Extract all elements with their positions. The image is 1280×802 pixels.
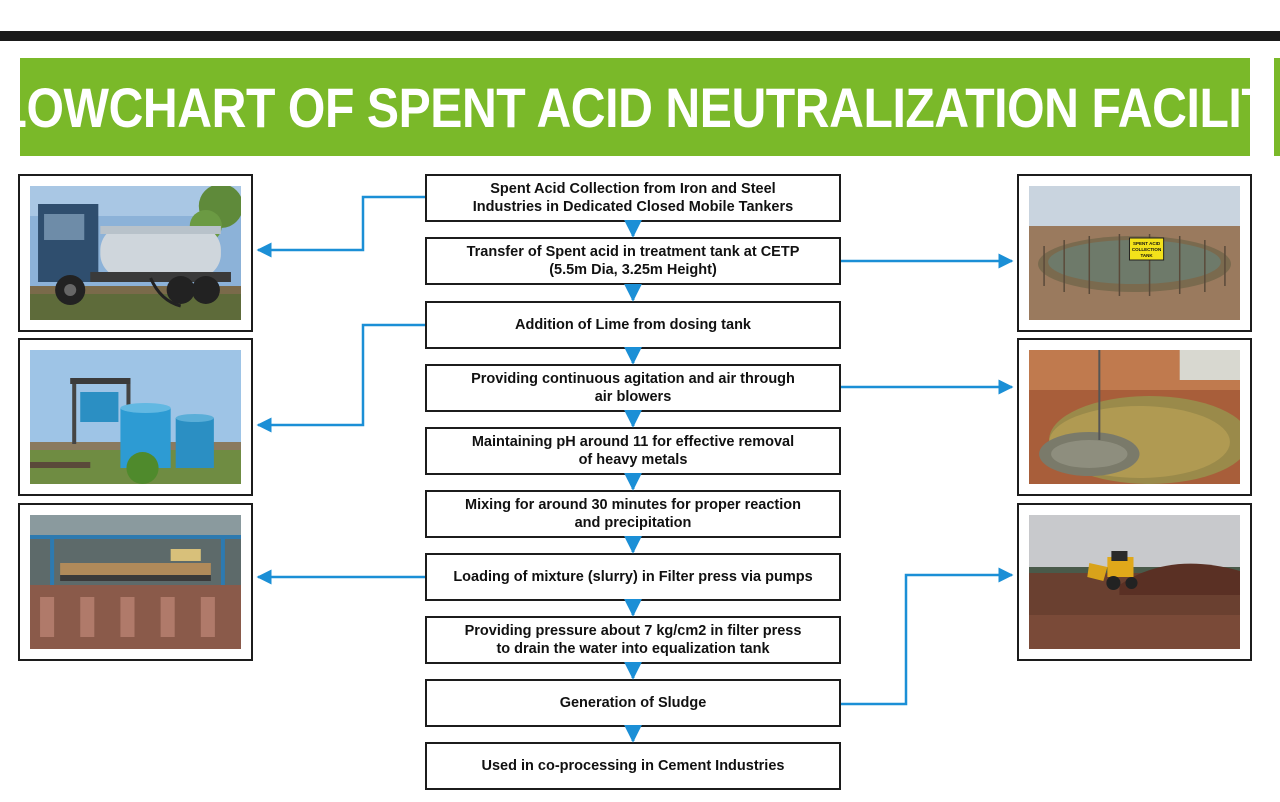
sludge-excavator-image (1029, 515, 1240, 649)
photo-dosing-tanks (18, 338, 253, 496)
step-spent-acid-collection: Spent Acid Collection from Iron and Stee… (425, 174, 841, 222)
tanker-truck-image (30, 186, 241, 320)
step-mixing: Mixing for around 30 minutes for proper … (425, 490, 841, 538)
page-title: FLOWCHART OF SPENT ACID NEUTRALIZATION F… (0, 75, 1280, 139)
photo-tanker-truck (18, 174, 253, 332)
arrow-to-tanker-photo (256, 195, 425, 258)
treatment-tank-image: SPENT ACID COLLECTION TANK (1029, 186, 1240, 320)
title-banner-edge (1274, 58, 1280, 156)
arrow-to-sludge-photo (841, 567, 1014, 706)
photo-filter-press-shed (18, 503, 253, 661)
title-banner: FLOWCHART OF SPENT ACID NEUTRALIZATION F… (0, 58, 1280, 156)
top-divider-line (0, 31, 1280, 41)
agitation-tank-image (1029, 350, 1240, 484)
dosing-tanks-image (30, 350, 241, 484)
step-pressure-drain: Providing pressure about 7 kg/cm2 in fil… (425, 616, 841, 664)
photo-treatment-tank: SPENT ACID COLLECTION TANK (1017, 174, 1252, 332)
step-lime-addition: Addition of Lime from dosing tank (425, 301, 841, 349)
filter-press-shed-image (30, 515, 241, 649)
tank-sign-line-2: COLLECTION (1132, 247, 1161, 252)
photo-sludge-excavator (1017, 503, 1252, 661)
step-cement-coprocessing: Used in co-processing in Cement Industri… (425, 742, 841, 790)
photo-agitation-tank (1017, 338, 1252, 496)
tank-sign-line-1: SPENT ACID (1133, 241, 1161, 246)
step-filter-press-loading: Loading of mixture (slurry) in Filter pr… (425, 553, 841, 601)
tank-sign-line-3: TANK (1140, 253, 1153, 258)
step-ph-maintenance: Maintaining pH around 11 for effective r… (425, 427, 841, 475)
arrow-to-dosing-photo (256, 323, 425, 433)
